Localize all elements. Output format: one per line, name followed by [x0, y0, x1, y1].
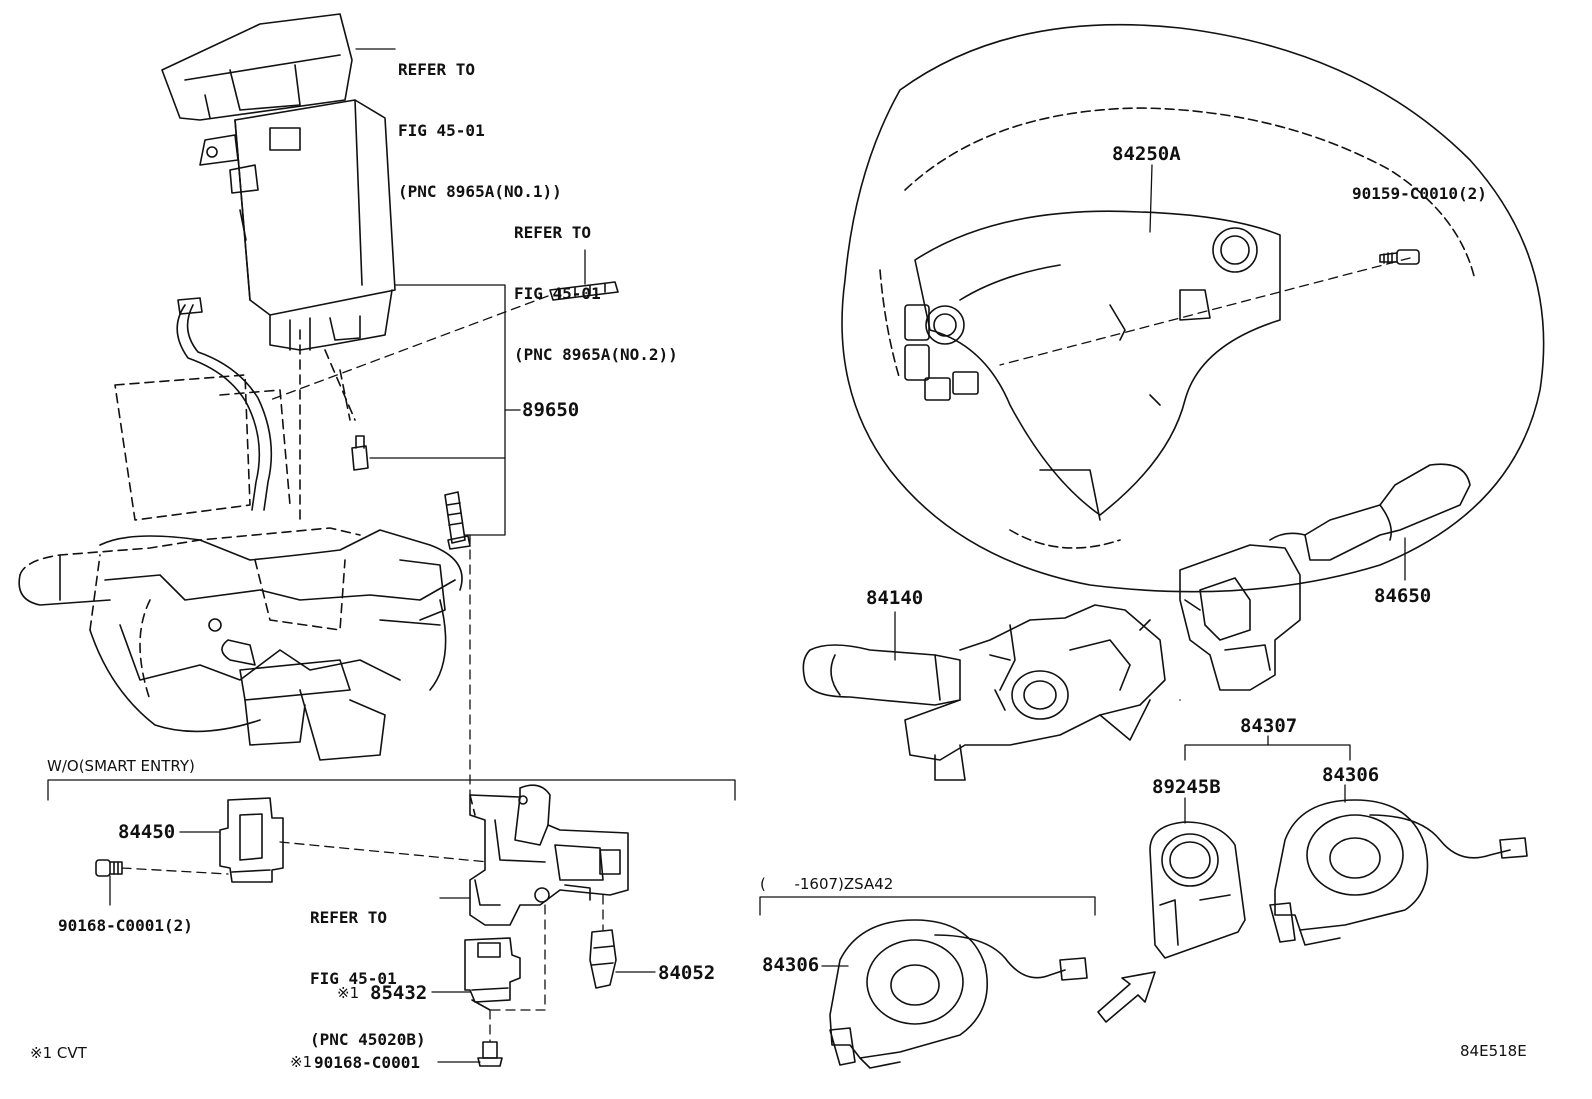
switch-84140-drawing — [802, 604, 1166, 781]
refer-note-45020B: REFER TO FIG 45-01 (PNC 45020B) — [310, 868, 426, 1071]
footnote-cvt: ※1 CVT — [30, 1044, 87, 1062]
refer-line: FIG 45-01 — [514, 284, 601, 303]
part-label-84250A: 84250A — [1112, 143, 1181, 165]
refer-line: FIG 45-01 — [310, 969, 397, 988]
part-label-84450: 84450 — [118, 821, 176, 843]
refer-line: (PNC 45020B) — [310, 1030, 426, 1049]
part-label-90159: 90159-C0010(2) — [1352, 184, 1487, 203]
part-label-89650: 89650 — [522, 399, 580, 421]
refer-line: (PNC 8965A(NO.1)) — [398, 182, 562, 201]
refer-line: (PNC 8965A(NO.2)) — [514, 345, 678, 364]
switch-84450-drawing — [219, 797, 284, 883]
part-label-84306-right: 84306 — [1322, 764, 1380, 786]
part-label-85432: 85432 — [370, 982, 428, 1004]
arrow-icon — [1097, 971, 1156, 1023]
switch-84650-drawing — [1179, 463, 1471, 691]
refer-line: REFER TO — [514, 223, 592, 242]
refer-line: FIG 45-01 — [398, 121, 485, 140]
part-label-90168-left: 90168-C0001(2) — [58, 916, 193, 935]
part-label-89245B: 89245B — [1152, 776, 1221, 798]
cvt-mark: ※1 — [337, 984, 360, 1002]
screw-lower-drawing — [444, 491, 471, 550]
refer-line: REFER TO — [398, 60, 476, 79]
steering-wheel-drawing — [841, 23, 1545, 593]
figure-id: 84E518E — [1460, 1042, 1527, 1060]
variant-note-smart-entry: W/O(SMART ENTRY) — [47, 757, 195, 775]
screw-90168-left-drawing — [95, 859, 123, 877]
steering-lock-drawing — [469, 784, 629, 926]
ecu-module-drawing — [199, 99, 396, 351]
ecu-cover-drawing — [161, 13, 353, 121]
refer-note-8965A-no1: REFER TO FIG 45-01 (PNC 8965A(NO.1)) — [398, 20, 562, 223]
part-label-84650: 84650 — [1374, 585, 1432, 607]
screw-90159-drawing — [1379, 249, 1420, 265]
refer-line: REFER TO — [310, 908, 388, 927]
part-label-84052: 84052 — [658, 962, 716, 984]
refer-note-8965A-no2: REFER TO FIG 45-01 (PNC 8965A(NO.2)) — [514, 183, 678, 386]
part-label-84140: 84140 — [866, 587, 924, 609]
clip-drawing — [549, 281, 619, 301]
part-label-90168-lower: 90168-C0001 — [314, 1053, 420, 1072]
cvt-mark: ※1 — [290, 1053, 313, 1071]
part-label-84307: 84307 — [1240, 715, 1298, 737]
part-label-84306-left: 84306 — [762, 954, 820, 976]
part-85432-drawing — [464, 937, 521, 1011]
screw-90168-lower-drawing — [477, 1041, 503, 1067]
spiral-cable-right-drawing — [1269, 799, 1528, 946]
spiral-cable-left-drawing — [829, 919, 1088, 1069]
part-89245B-drawing — [1149, 821, 1246, 959]
screw-upper-drawing — [351, 435, 369, 471]
variant-note-zsa42: ( -1607)ZSA42 — [760, 875, 894, 893]
part-84052-drawing — [589, 929, 617, 989]
steering-column-drawing — [18, 527, 463, 761]
